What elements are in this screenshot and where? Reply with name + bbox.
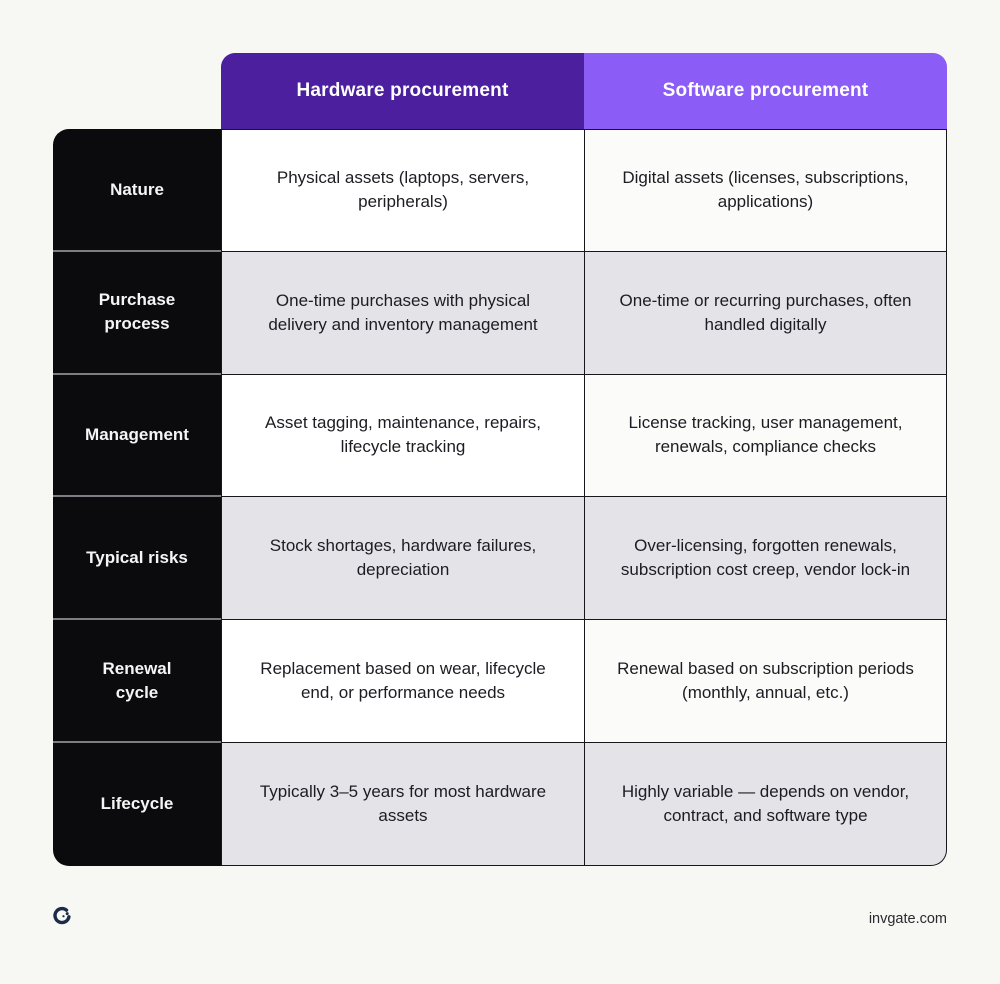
cell-management-hardware: Asset tagging, maintenance, repairs, lif…: [221, 374, 584, 498]
cell-lifecycle-software: Highly variable — depends on vendor, con…: [584, 742, 947, 866]
corner-spacer: [53, 53, 221, 129]
cell-purchase-hardware: One-time purchases with physical deliver…: [221, 251, 584, 375]
site-url-label: invgate.com: [868, 911, 947, 927]
column-header-hardware: Hardware procurement: [221, 53, 584, 129]
row-label-renewal-cycle: Renewal cycle: [53, 620, 221, 743]
cell-risks-software: Over-licensing, forgotten renewals, subs…: [584, 497, 947, 621]
comparison-table: Hardware procurement Software procuremen…: [53, 53, 947, 866]
cell-renewal-hardware: Replacement based on wear, lifecycle end…: [221, 620, 584, 743]
row-label-nature: Nature: [53, 129, 221, 252]
cell-management-software: License tracking, user management, renew…: [584, 374, 947, 498]
column-header-software: Software procurement: [584, 53, 947, 129]
row-label-purchase-process: Purchase process: [53, 251, 221, 375]
cell-lifecycle-hardware: Typically 3–5 years for most hardware as…: [221, 742, 584, 866]
row-label-management: Management: [53, 374, 221, 498]
cell-purchase-software: One-time or recurring purchases, often h…: [584, 251, 947, 375]
cell-nature-software: Digital assets (licenses, subscriptions,…: [584, 129, 947, 252]
cell-renewal-software: Renewal based on subscription periods (m…: [584, 620, 947, 743]
cell-risks-hardware: Stock shortages, hardware failures, depr…: [221, 497, 584, 621]
cell-nature-hardware: Physical assets (laptops, servers, perip…: [221, 129, 584, 252]
invgate-logo-icon: [52, 906, 72, 926]
row-label-lifecycle: Lifecycle: [53, 742, 221, 866]
row-label-typical-risks: Typical risks: [53, 497, 221, 621]
